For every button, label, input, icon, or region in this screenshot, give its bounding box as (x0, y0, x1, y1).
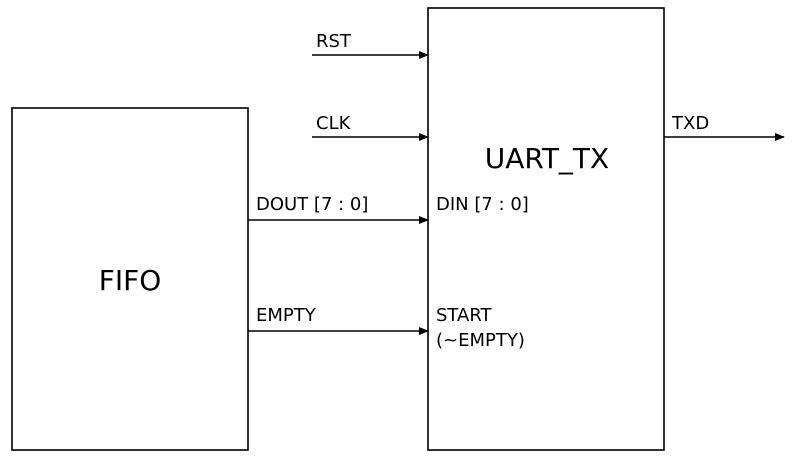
fifo-block (11, 107, 249, 451)
dout-label: DOUT [7 : 0] (256, 194, 368, 215)
din-label: DIN [7 : 0] (436, 194, 529, 215)
start-label: START (436, 305, 493, 326)
uart-tx-block (427, 7, 665, 451)
rst-label: RST (316, 31, 352, 52)
clk-label: CLK (316, 113, 352, 134)
uart-tx-label: UART_TX (485, 142, 609, 175)
fifo-label: FIFO (99, 264, 162, 297)
empty-label: EMPTY (256, 305, 317, 326)
start-note-label: (~EMPTY) (436, 330, 525, 351)
txd-label: TXD (671, 113, 709, 134)
